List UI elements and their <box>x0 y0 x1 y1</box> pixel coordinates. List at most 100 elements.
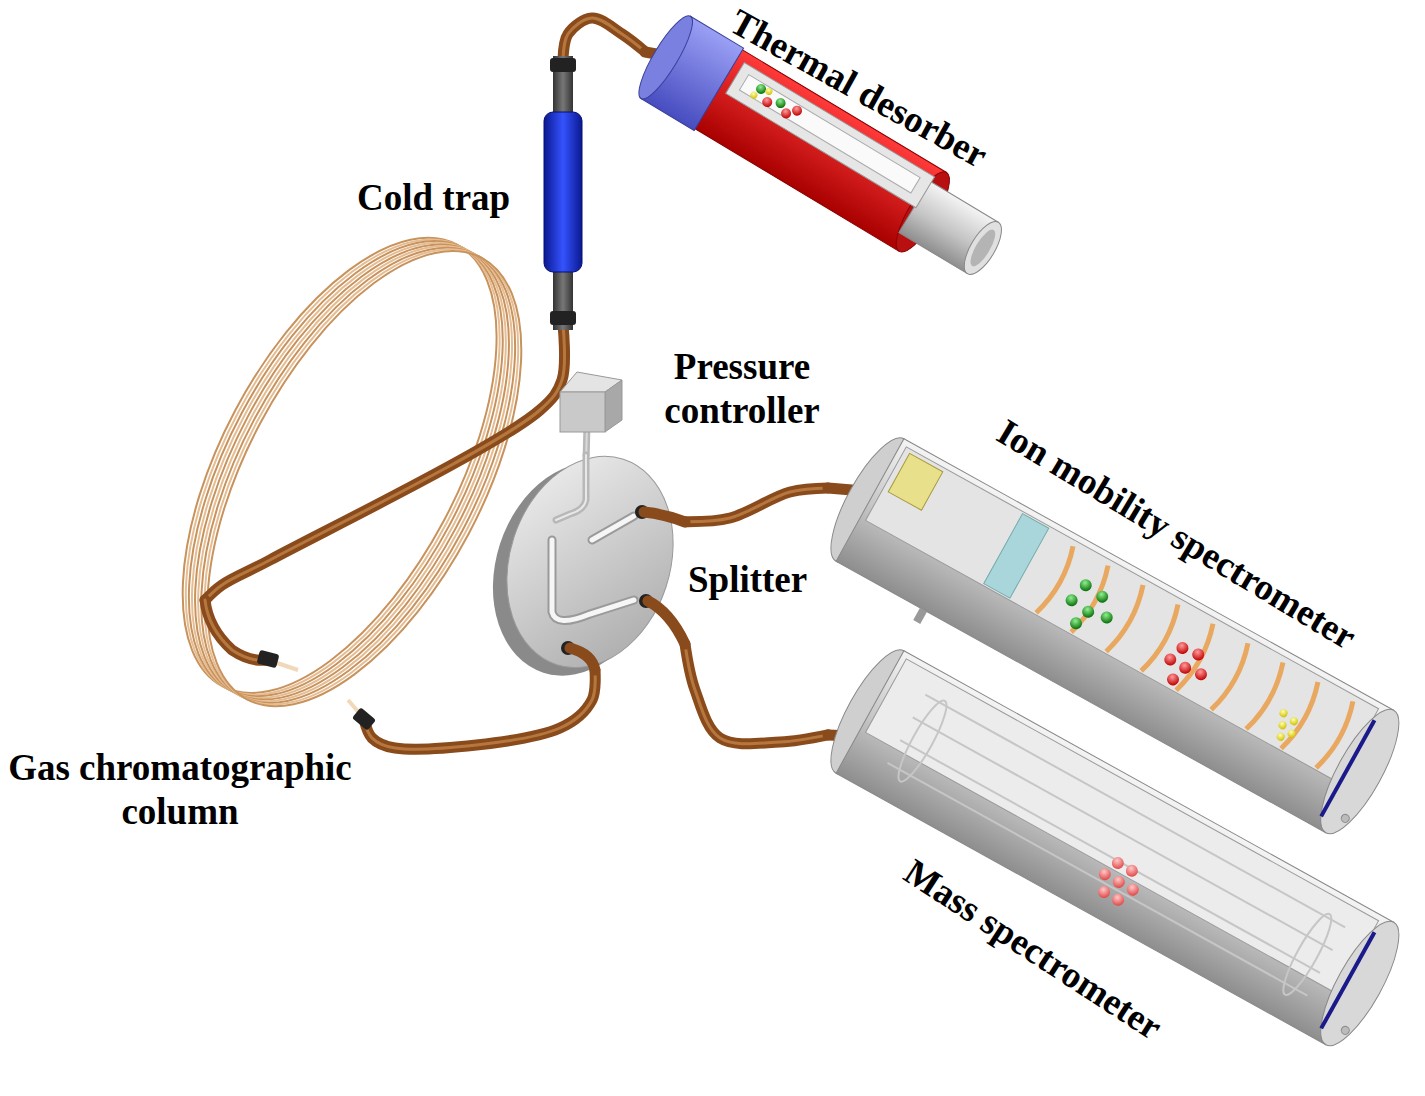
ion-ball <box>1288 716 1299 727</box>
drift-rings <box>1036 546 1358 771</box>
box-front <box>560 392 605 432</box>
pressure-stem <box>556 455 586 520</box>
disk-channel <box>592 516 634 540</box>
shutter-grid <box>984 514 1049 599</box>
gas-port <box>917 610 924 622</box>
ion-ball <box>1111 874 1127 890</box>
component-label: Cold trap <box>357 176 510 220</box>
column-fitting <box>257 650 280 669</box>
desorber-node: Thermal desorber <box>645 30 1005 270</box>
tube-highlight <box>563 18 645 60</box>
cold-trap-node: Cold trap <box>543 60 583 325</box>
component-label: Ion mobility spectrometer <box>989 410 1363 659</box>
drift-ring <box>1176 624 1218 693</box>
component-label: Thermal desorber <box>723 0 995 177</box>
cold-trap <box>544 56 582 330</box>
ion-ball <box>1177 660 1193 676</box>
ion-ball <box>1174 640 1190 656</box>
cylinder-end <box>1307 700 1413 844</box>
tube-stub <box>205 600 266 660</box>
sample-tube <box>739 75 920 193</box>
box-side <box>605 380 622 432</box>
tube-stubs <box>556 455 685 670</box>
thermal-desorber <box>631 10 1018 295</box>
component-label: Splitter <box>688 558 807 602</box>
ion-ball <box>1277 720 1288 731</box>
column-coil <box>118 189 586 754</box>
tube-stub <box>570 648 595 670</box>
cooling-sleeve <box>544 112 582 272</box>
component-label: Gas chromatographic column <box>0 746 360 834</box>
tube-highlight <box>685 644 828 744</box>
tube-connector <box>364 670 595 749</box>
column-end <box>274 662 298 670</box>
ionization-region <box>888 453 943 510</box>
ion-ball <box>1068 615 1084 631</box>
detector-plate <box>1321 932 1374 1028</box>
column-node: Gas chromatographic column <box>205 225 500 720</box>
pressure-controller <box>560 372 622 432</box>
drift-ring <box>1211 643 1253 712</box>
trap-fitting <box>550 58 576 72</box>
tube-connector <box>563 18 645 60</box>
ion-ball <box>1097 866 1113 882</box>
analyte-ball <box>774 96 788 110</box>
spectrometer-node: Ion mobility spectrometer <box>828 420 1423 850</box>
disk-face <box>481 435 700 690</box>
tube-connector <box>685 644 828 744</box>
pressure-stem <box>556 455 586 520</box>
rod <box>913 717 1333 950</box>
component-label: Pressure controller <box>652 345 832 433</box>
analyte-ball <box>764 87 774 97</box>
mass-spectrometer <box>817 640 1413 1055</box>
cylinder-body <box>836 651 1394 1045</box>
analyte-ball <box>790 104 804 118</box>
ion-ball <box>1078 577 1094 593</box>
ion-ball <box>1162 651 1178 667</box>
analyte-ball <box>760 95 774 109</box>
ion-ball <box>1286 728 1297 739</box>
ion-ball <box>1275 731 1286 742</box>
rod <box>925 695 1345 928</box>
drift-ring <box>1246 663 1288 732</box>
cap-end <box>631 10 701 105</box>
drift-ring <box>1106 585 1148 654</box>
outlet-hole <box>966 226 1000 269</box>
coil-loop <box>143 202 586 754</box>
ion-ball <box>1124 863 1140 879</box>
controller-node: Pressure controller <box>558 372 622 432</box>
drift-ring <box>1281 682 1323 751</box>
outlet-end <box>957 216 1008 280</box>
tube-highlight <box>685 488 828 522</box>
cylinder-end <box>1307 912 1413 1056</box>
spectrometer-node: Mass spectrometer <box>828 630 1423 1090</box>
ion-ball <box>1110 855 1126 871</box>
disk-channel <box>552 540 634 621</box>
analyte-ball <box>749 90 759 100</box>
splitter-disk <box>466 435 699 698</box>
drift-ring <box>1141 604 1183 673</box>
rod-end <box>1276 909 1338 999</box>
rod-end <box>891 696 953 786</box>
column-fitting <box>352 707 376 731</box>
detector-plate <box>1321 720 1374 816</box>
end-knob <box>1340 1025 1351 1036</box>
ion-ball <box>1096 884 1112 900</box>
rod <box>900 740 1320 973</box>
tube-stub <box>644 512 685 522</box>
ion-ball <box>1063 592 1079 608</box>
tube-highlight <box>364 670 595 749</box>
splitter-node: Splitter <box>495 455 685 670</box>
ion-ball <box>1165 671 1181 687</box>
quadrupole-rods <box>883 691 1347 1004</box>
disk-channel <box>552 540 634 621</box>
cutaway-window <box>726 63 935 208</box>
tube-highlight <box>205 600 266 660</box>
analyte-ball <box>779 107 793 121</box>
ion-ball <box>1190 646 1206 662</box>
ion-ball <box>1099 609 1115 625</box>
ion-ball <box>1080 604 1096 620</box>
ion-ball <box>1110 892 1126 908</box>
tube-connector <box>685 488 828 522</box>
